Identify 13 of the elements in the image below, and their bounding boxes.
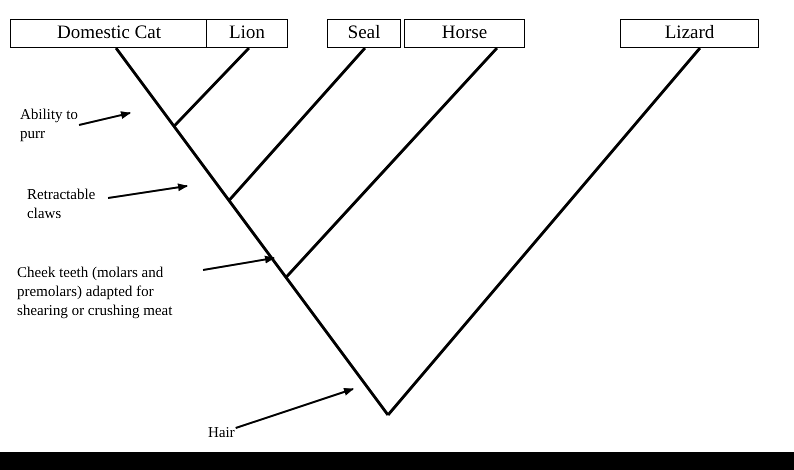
leader-arrow (78, 111, 131, 126)
leader-arrow (202, 256, 275, 271)
trait-label: Ability to purr (20, 106, 78, 144)
trait-label: Cheek teeth (molars and premolars) adapted for shearing or crushing meat (17, 264, 202, 321)
trait-label: Retractable claws (27, 186, 107, 224)
taxon-box: Domestic Cat (10, 19, 208, 48)
leader-arrow (235, 388, 354, 429)
taxon-box: Horse (404, 19, 525, 48)
trait-label: Hair (208, 424, 235, 443)
taxon-box: Seal (327, 19, 401, 48)
taxon-box: Lion (206, 19, 288, 48)
taxon-box: Lizard (620, 19, 759, 48)
leader-arrow (108, 183, 188, 199)
